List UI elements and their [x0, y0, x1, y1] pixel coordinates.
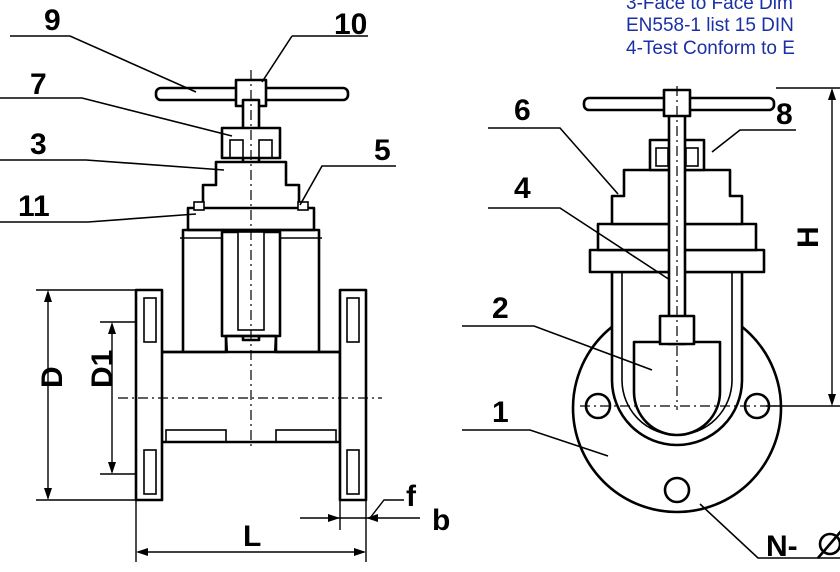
dim-label-D1: D1 [86, 350, 119, 388]
diameter-symbol-icon [817, 530, 840, 559]
part-label-7: 7 [30, 68, 47, 101]
dim-label-b: b [432, 504, 450, 537]
part-leaders-left [0, 35, 396, 223]
dimension-H [766, 87, 840, 407]
part-label-2: 2 [492, 292, 509, 325]
note-line-2: EN558-1 list 15 DIN [626, 15, 794, 36]
note-line-3: 4-Test Conform to E [626, 38, 795, 59]
side-section-view [571, 86, 783, 514]
dim-label-f: f [406, 480, 417, 513]
dim-label-N: N- [766, 530, 798, 563]
note-line-1: 3-Face to Face Dim [626, 0, 793, 14]
dim-label-L: L [243, 520, 261, 553]
part-label-4: 4 [514, 172, 531, 205]
part-leaders-right [462, 127, 840, 559]
part-label-5: 5 [374, 134, 391, 167]
part-label-9: 9 [44, 4, 61, 37]
dim-label-H: H [792, 226, 825, 248]
left-flange [134, 288, 164, 502]
part-label-10: 10 [334, 8, 367, 41]
part-label-6: 6 [514, 94, 531, 127]
dim-label-D: D [36, 366, 69, 388]
side-wedge [632, 340, 722, 437]
part-label-3: 3 [30, 128, 47, 161]
part-label-11: 11 [18, 190, 50, 223]
front-section-view [118, 70, 382, 502]
part-label-1: 1 [492, 396, 509, 429]
dimension-lines-left [36, 289, 420, 562]
part-label-8: 8 [776, 98, 793, 131]
right-flange [338, 288, 368, 502]
